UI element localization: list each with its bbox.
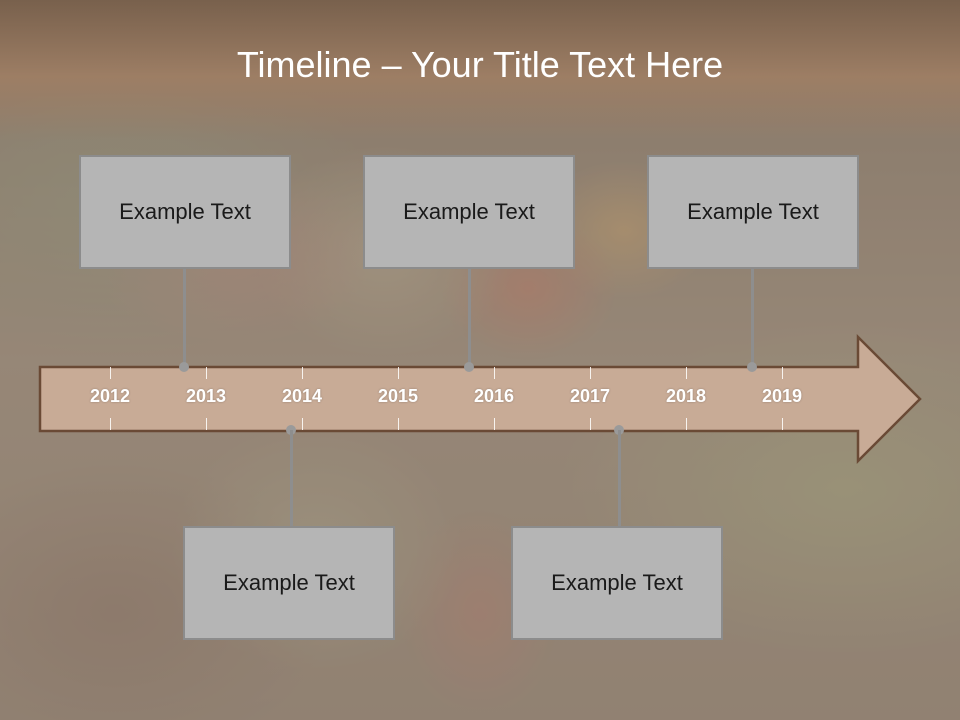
year-tick: [686, 367, 687, 379]
connector-line: [468, 268, 471, 366]
event-text: Example Text: [551, 570, 683, 595]
year-tick: [398, 367, 399, 379]
event-text: Example Text: [687, 199, 819, 224]
year-tick: [494, 418, 495, 430]
connector-line: [290, 430, 293, 527]
event-text: Example Text: [223, 570, 355, 595]
event-text: Example Text: [403, 199, 535, 224]
event-box-top-3[interactable]: Example Text: [647, 155, 859, 269]
year-tick: [782, 367, 783, 379]
year-tick: [302, 367, 303, 379]
year-label-2012: 2012: [89, 386, 131, 406]
connector-dot: [747, 362, 757, 372]
connector-dot: [464, 362, 474, 372]
event-box-bottom-1[interactable]: Example Text: [183, 526, 395, 640]
event-box-top-2[interactable]: Example Text: [363, 155, 575, 269]
event-text: Example Text: [119, 199, 251, 224]
year-tick: [782, 418, 783, 430]
year-label-2018: 2018: [665, 386, 707, 406]
year-label-2016: 2016: [473, 386, 515, 406]
year-tick: [206, 367, 207, 379]
year-label-2019: 2019: [761, 386, 803, 406]
year-tick: [686, 418, 687, 430]
connector-line: [183, 268, 186, 366]
year-label-2014: 2014: [281, 386, 323, 406]
event-box-top-1[interactable]: Example Text: [79, 155, 291, 269]
year-label-2017: 2017: [569, 386, 611, 406]
connector-line: [751, 268, 754, 366]
connector-dot: [179, 362, 189, 372]
event-box-bottom-2[interactable]: Example Text: [511, 526, 723, 640]
year-label-2013: 2013: [185, 386, 227, 406]
year-tick: [590, 418, 591, 430]
year-tick: [302, 418, 303, 430]
year-tick: [206, 418, 207, 430]
year-tick: [494, 367, 495, 379]
title-band: [0, 0, 960, 140]
year-tick: [110, 367, 111, 379]
year-label-2015: 2015: [377, 386, 419, 406]
year-tick: [590, 367, 591, 379]
slide-title: Timeline – Your Title Text Here: [236, 44, 724, 85]
connector-line: [618, 430, 621, 527]
year-tick: [110, 418, 111, 430]
year-tick: [398, 418, 399, 430]
